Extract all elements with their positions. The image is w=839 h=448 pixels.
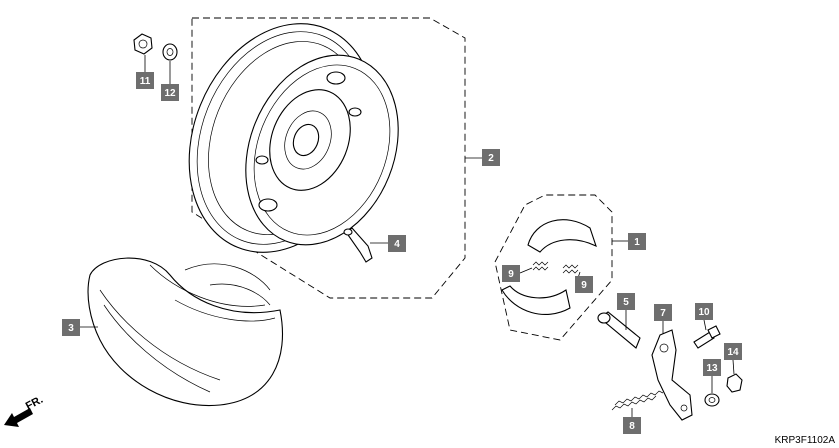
svg-text:7: 7: [660, 308, 666, 319]
svg-text:4: 4: [394, 239, 400, 250]
callout-8: 8: [623, 417, 641, 434]
callout-10: 10: [695, 303, 713, 320]
svg-text:8: 8: [629, 421, 635, 432]
callout-11: 11: [136, 72, 154, 89]
spring-right: [562, 264, 579, 274]
svg-text:2: 2: [488, 153, 494, 164]
axle-nut: [133, 33, 153, 55]
tire: [87, 257, 284, 407]
svg-text:1: 1: [634, 237, 640, 248]
svg-text:3: 3: [68, 323, 74, 334]
washer: [162, 43, 178, 61]
callout-7: 7: [654, 304, 672, 321]
front-direction-arrow: FR.: [4, 394, 45, 427]
brake-arm: [651, 329, 693, 421]
svg-text:11: 11: [140, 76, 151, 87]
callout-9-right: 9: [575, 276, 593, 293]
wheel-rim: [188, 23, 399, 253]
spring-left: [532, 261, 549, 271]
callout-5: 5: [617, 293, 635, 310]
callout-14: 14: [724, 343, 742, 360]
brake-shoe-upper: [527, 219, 597, 253]
collar: [704, 393, 720, 407]
callout-3: 3: [62, 319, 80, 336]
callout-2: 2: [482, 149, 500, 166]
diagram-code: KRP3F1102A: [774, 435, 835, 446]
svg-text:12: 12: [164, 88, 176, 99]
callout-13: 13: [703, 359, 721, 376]
brake-shoe-outline: [494, 194, 613, 341]
direction-label: FR.: [24, 394, 45, 413]
brake-cam: [597, 311, 641, 349]
callout-12: 12: [161, 84, 179, 101]
svg-text:14: 14: [727, 347, 739, 358]
callout-4: 4: [388, 235, 406, 252]
callout-1: 1: [628, 233, 646, 250]
valve-stem: [343, 227, 373, 263]
nut: [726, 373, 743, 393]
svg-text:13: 13: [706, 363, 718, 374]
svg-text:9: 9: [581, 280, 587, 291]
svg-text:9: 9: [508, 269, 514, 280]
callout-9-left: 9: [502, 265, 520, 282]
bolt: [693, 325, 721, 349]
svg-text:5: 5: [623, 297, 629, 308]
brake-shoe-lower: [501, 285, 571, 315]
svg-text:10: 10: [698, 307, 710, 318]
return-spring: [611, 390, 664, 411]
